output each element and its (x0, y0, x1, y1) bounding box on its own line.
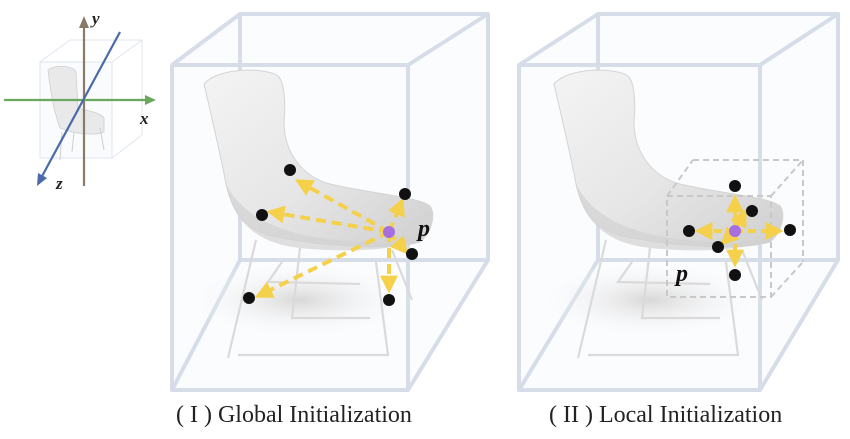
caption-global-initialization: ( I ) Global Initialization (176, 402, 412, 428)
chair-icon (203, 69, 434, 359)
panel-local: p (517, 12, 840, 392)
y-axis-label: y (90, 9, 100, 28)
neighbor-point (284, 164, 296, 176)
arrow-to-neighbor (254, 230, 390, 298)
neighbor-point (784, 224, 796, 236)
z-axis (39, 31, 121, 181)
y-axis-arrowhead (79, 16, 89, 28)
x-axis-arrowhead (145, 95, 156, 105)
neighbor-point (729, 269, 741, 281)
neighbor-point (746, 205, 758, 217)
global-neighbors (243, 164, 418, 306)
chair-icon (553, 69, 784, 359)
neighbor-point (243, 292, 255, 304)
z-axis-arrowhead (37, 173, 47, 186)
x-axis-label: x (139, 109, 149, 128)
neighbor-point (683, 225, 695, 237)
neighbor-point (406, 248, 418, 260)
neighbor-point (729, 180, 741, 192)
local-neighbors (683, 180, 796, 281)
local-neighborhood-box (666, 159, 804, 298)
query-point (729, 225, 741, 237)
panel-global: p (170, 12, 490, 392)
caption-local-initialization: ( II ) Local Initialization (549, 402, 783, 428)
query-point-label: p (416, 216, 430, 242)
chair-shadow (530, 260, 770, 340)
query-point (383, 226, 395, 238)
chair-shadow (180, 260, 420, 340)
neighbor-point (383, 294, 395, 306)
neighbor-point (399, 188, 411, 200)
query-point-label: p (674, 261, 688, 287)
neighbor-point (256, 209, 268, 221)
z-axis-label: z (55, 174, 63, 193)
arrow-to-neighbor (294, 179, 390, 234)
arrow-to-neighbor (266, 205, 390, 234)
neighbor-point (712, 241, 724, 253)
axis-gizmo-icon: y x z (4, 9, 156, 193)
